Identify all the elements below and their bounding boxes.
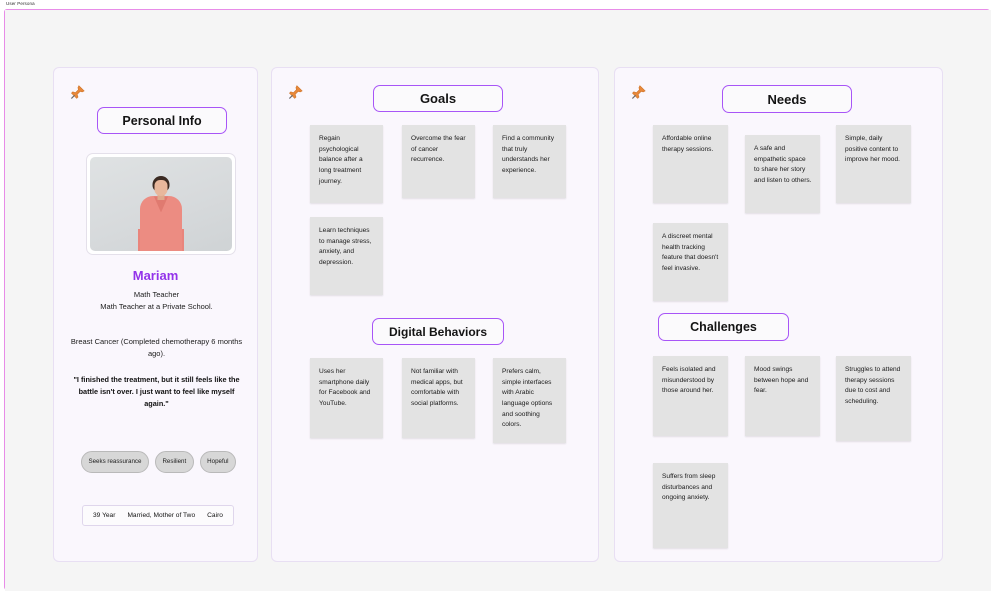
sticky-note-need[interactable]: A safe and empathetic space to share her… (745, 135, 820, 213)
portrait-face (154, 179, 168, 196)
trait-pill[interactable]: Seeks reassurance (81, 451, 149, 473)
sticky-note-need[interactable]: Simple, daily positive content to improv… (836, 125, 911, 203)
section-header-needs[interactable]: Needs (722, 85, 852, 113)
persona-age: 39 Year (93, 512, 116, 519)
persona-board: Personal Info Mariam Math Teacher Math T… (5, 10, 991, 591)
sticky-note-goal[interactable]: Find a community that truly understands … (493, 125, 566, 198)
section-header-personal-info[interactable]: Personal Info (97, 107, 227, 134)
persona-trait-list: Seeks reassurance Resilient Hopeful (81, 451, 236, 473)
sticky-note-need[interactable]: A discreet mental health tracking featur… (653, 223, 728, 301)
panel-needs-challenges[interactable]: Needs Affordable online therapy sessions… (614, 67, 943, 562)
sticky-note-goal[interactable]: Learn techniques to manage stress, anxie… (310, 217, 383, 295)
persona-role: Math Teacher (133, 290, 180, 299)
panel-personal-info[interactable]: Personal Info Mariam Math Teacher Math T… (53, 67, 258, 562)
sticky-note-challenge[interactable]: Mood swings between hope and fear. (745, 356, 820, 436)
persona-portrait (90, 157, 232, 251)
persona-name: Mariam (132, 268, 179, 283)
canvas-frame: Personal Info Mariam Math Teacher Math T… (4, 9, 991, 591)
panel-goals-digital[interactable]: Goals Regain psychological balance after… (271, 67, 599, 562)
portrait-neck (157, 192, 165, 200)
persona-info-bar: 39 Year Married, Mother of Two Cairo (82, 505, 234, 526)
persona-photo-frame (86, 153, 236, 255)
pushpin-icon (289, 85, 303, 99)
sticky-note-digital-behavior[interactable]: Prefers calm, simple interfaces with Ara… (493, 358, 566, 443)
persona-family: Married, Mother of Two (127, 512, 196, 519)
section-header-goals[interactable]: Goals (373, 85, 503, 112)
sticky-note-challenge[interactable]: Feels isolated and misunderstood by thos… (653, 356, 728, 436)
trait-pill[interactable]: Resilient (154, 451, 194, 473)
persona-quote: "I finished the treatment, but it still … (73, 375, 240, 408)
persona-city: Cairo (207, 512, 223, 519)
pushpin-icon (71, 85, 85, 99)
sticky-note-need[interactable]: Affordable online therapy sessions. (653, 125, 728, 203)
sticky-note-challenge[interactable]: Struggles to attend therapy sessions due… (836, 356, 911, 441)
sticky-note-digital-behavior[interactable]: Uses her smartphone daily for Facebook a… (310, 358, 383, 438)
persona-job: Math Teacher at a Private School. (100, 302, 213, 311)
section-header-digital-behaviors[interactable]: Digital Behaviors (372, 318, 504, 345)
pushpin-icon (632, 85, 646, 99)
sticky-note-challenge[interactable]: Suffers from sleep disturbances and ongo… (653, 463, 728, 548)
sticky-note-digital-behavior[interactable]: Not familiar with medical apps, but comf… (402, 358, 475, 438)
section-header-challenges[interactable]: Challenges (658, 313, 789, 341)
sticky-note-goal[interactable]: Overcome the fear of cancer recurrence. (402, 125, 475, 198)
trait-pill[interactable]: Hopeful (199, 451, 236, 473)
page-title: User Persona (6, 1, 35, 6)
persona-condition: Breast Cancer (Completed chemotherapy 6 … (70, 337, 243, 358)
sticky-note-goal[interactable]: Regain psychological balance after a lon… (310, 125, 383, 203)
